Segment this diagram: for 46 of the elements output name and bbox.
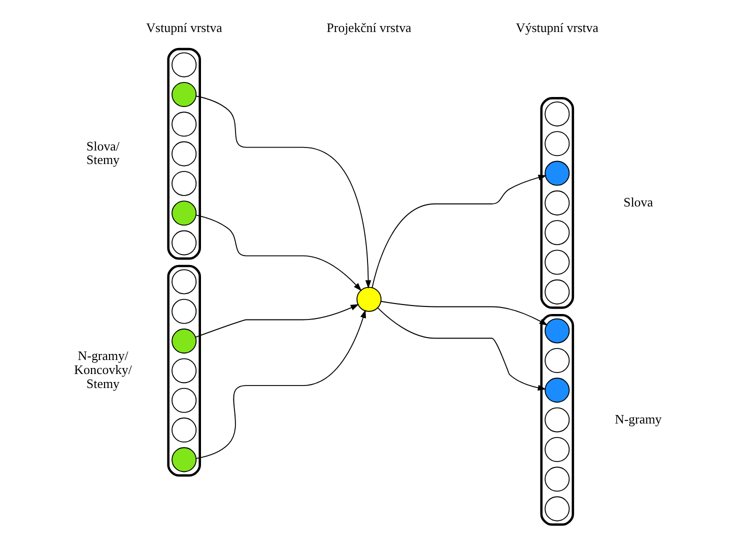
node-circle <box>544 318 570 344</box>
node-circle <box>544 437 570 462</box>
node-circle <box>544 190 570 216</box>
node-circle <box>544 466 570 492</box>
cluster <box>540 97 574 309</box>
cluster <box>166 264 200 477</box>
arrow <box>195 214 362 292</box>
label: Vstupní vrstva <box>146 20 222 36</box>
node-circle <box>544 496 570 522</box>
node-circle <box>171 170 196 196</box>
node-label: N-gramy <box>614 411 662 426</box>
node-circle <box>171 358 196 384</box>
node-circle <box>171 230 196 256</box>
node-circle <box>171 141 196 166</box>
arrow <box>195 96 371 289</box>
label: Projekční vrstva <box>326 20 411 36</box>
node-circle <box>544 250 570 275</box>
arrow <box>376 308 546 391</box>
node-circle <box>544 131 570 156</box>
arrow <box>195 310 366 459</box>
node-circle <box>544 160 570 186</box>
node-circle <box>544 279 570 304</box>
node-circle <box>544 407 570 432</box>
node-circle <box>171 418 196 443</box>
node-label: Slova/ Stemy <box>86 138 120 168</box>
node-circle <box>171 298 196 324</box>
arrow <box>380 300 548 326</box>
node-circle <box>544 220 570 246</box>
arrow <box>194 304 359 338</box>
node-circle <box>171 269 196 294</box>
node-circle <box>544 378 570 403</box>
node-circle <box>171 388 196 413</box>
cluster <box>166 48 200 260</box>
node-circle <box>544 348 570 374</box>
node-circle <box>171 82 196 107</box>
node-circle <box>171 52 196 78</box>
node-label: Slova <box>622 194 653 210</box>
arrow <box>371 174 546 288</box>
node-circle <box>171 447 196 472</box>
node-circle <box>171 112 196 137</box>
node-circle <box>544 101 570 126</box>
label: Výstupní vrstva <box>515 20 598 36</box>
node-label: N-gramy/ Koncovky/ Stemy <box>74 348 132 392</box>
node-circle <box>171 200 196 226</box>
node-circle <box>171 328 196 354</box>
node-circle <box>356 286 382 312</box>
